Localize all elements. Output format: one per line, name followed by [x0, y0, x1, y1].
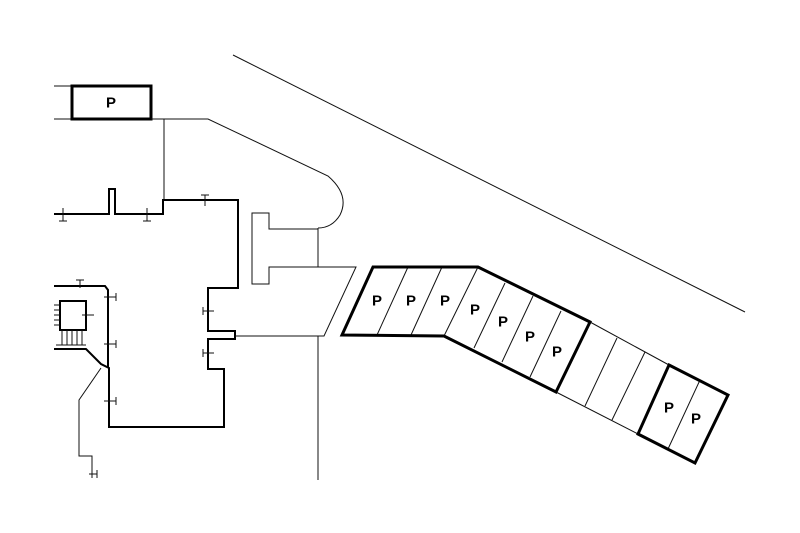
- parking-label: P: [106, 95, 116, 112]
- parking-label: P: [691, 411, 701, 428]
- curb-outline: [151, 118, 344, 229]
- stairs: [54, 300, 87, 346]
- parking-block-b: [636, 362, 730, 466]
- entrance-structure: [235, 212, 357, 337]
- parking-label: P: [406, 293, 416, 310]
- road-edge-line: [232, 54, 746, 313]
- building-wall-upper: [54, 285, 109, 368]
- parking-label: P: [664, 400, 674, 417]
- parking-label: P: [498, 314, 508, 331]
- path-line: [78, 367, 102, 478]
- parking-label: P: [372, 293, 382, 310]
- parking-label: P: [525, 329, 535, 346]
- top-parking-lot: P: [54, 84, 153, 121]
- door-markers: [59, 194, 214, 478]
- parking-label: P: [440, 293, 450, 310]
- angled-parking-row: [339, 265, 730, 466]
- parking-space: [70, 84, 153, 121]
- building-wall: [54, 188, 239, 428]
- parking-label: P: [552, 344, 562, 361]
- parking-block-a: [339, 265, 593, 395]
- parking-labels: P P P P P P P P P: [372, 293, 701, 428]
- parking-label: P: [470, 302, 480, 319]
